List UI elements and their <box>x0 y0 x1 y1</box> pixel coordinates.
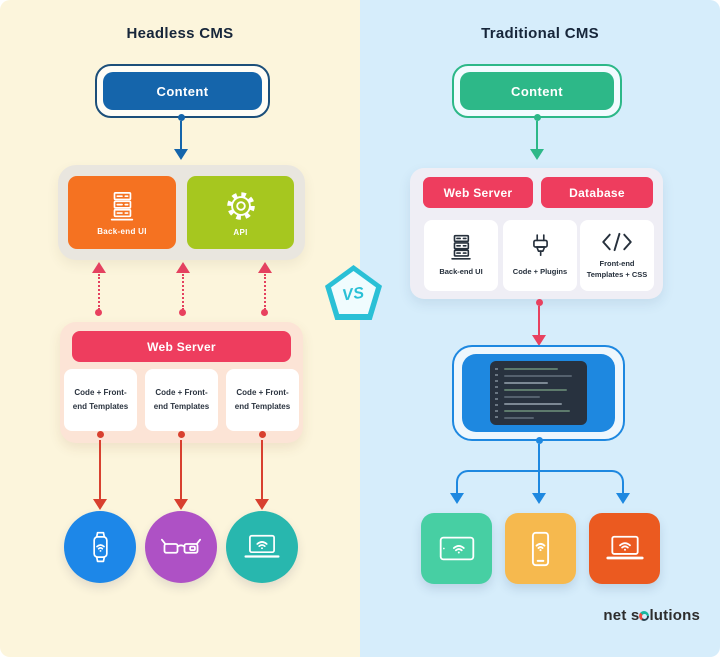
plug-icon <box>528 233 553 261</box>
connector-line <box>261 440 263 500</box>
net-solutions-logo: net s lutions <box>520 607 700 624</box>
connector-dot <box>178 114 185 121</box>
headless-content-label: Content <box>103 72 262 110</box>
connector-dot <box>261 309 268 316</box>
traditional-server-container: Web Server Database Back-end UI <box>410 168 663 299</box>
arrow-up-icon <box>92 262 106 273</box>
connector-line <box>538 471 540 494</box>
laptop-icon <box>243 533 281 561</box>
server-icon <box>107 190 137 222</box>
logo-text-part1: net s <box>603 607 640 624</box>
server-icon <box>448 233 474 261</box>
code-line <box>504 375 572 377</box>
arrow-down-icon <box>174 149 188 160</box>
connector-dot <box>97 431 104 438</box>
smartwatch-device-circle <box>64 511 136 583</box>
webserver-bar: Web Server <box>72 331 291 362</box>
headless-backend-container: Back-end UI API <box>58 165 305 260</box>
smart-glasses-icon <box>161 536 201 559</box>
tablet-icon <box>437 534 477 563</box>
arrow-down-icon <box>450 493 464 504</box>
code-editor-screen <box>490 361 587 425</box>
connector-dot <box>536 437 543 444</box>
api-label: API <box>233 227 248 237</box>
frontend-templates-card-label: Front-end Templates + CSS <box>586 258 648 279</box>
vs-label: VS <box>341 284 366 304</box>
headless-title: Headless CMS <box>126 25 234 42</box>
headless-webserver-container: Web Server Code + Front-end Templates Co… <box>60 322 303 443</box>
smart-glasses-device-circle <box>145 511 217 583</box>
code-line <box>504 382 548 384</box>
connector-line <box>538 444 540 471</box>
webserver-button: Web Server <box>423 177 533 208</box>
vs-badge-inner: VS <box>331 271 376 314</box>
dotted-connector-line <box>182 274 184 310</box>
arrow-down-icon <box>93 499 107 510</box>
arrow-down-icon <box>616 493 630 504</box>
backend-ui-tile: Back-end UI <box>68 176 176 249</box>
connector-dot <box>178 431 185 438</box>
connector-dot <box>179 309 186 316</box>
code-templates-card: Code + Front-end Templates <box>64 369 137 431</box>
code-templates-card: Code + Front-end Templates <box>226 369 299 431</box>
code-line <box>504 396 540 398</box>
tablet-device-square <box>421 513 492 584</box>
connector-dot <box>536 299 543 306</box>
code-line <box>504 368 558 370</box>
backend-ui-card-label: Back-end UI <box>439 267 483 277</box>
database-button: Database <box>541 177 653 208</box>
connector-dot <box>534 114 541 121</box>
code-templates-card: Code + Front-end Templates <box>145 369 218 431</box>
code-plugins-card-label: Code + Plugins <box>512 267 568 277</box>
rendering-engine-box <box>452 345 625 441</box>
smartphone-device-square <box>505 513 576 584</box>
connector-dot <box>95 309 102 316</box>
laptop-icon <box>605 534 645 563</box>
smartphone-icon <box>528 530 553 568</box>
arrow-down-icon <box>530 149 544 160</box>
branch-connector <box>456 470 624 494</box>
dotted-connector-line <box>98 274 100 310</box>
laptop-device-square <box>589 513 660 584</box>
laptop-screen-frame <box>462 354 615 432</box>
laptop-device-circle <box>226 511 298 583</box>
logo-text-part2: lutions <box>649 607 700 624</box>
frontend-templates-card: Front-end Templates + CSS <box>580 220 654 291</box>
code-plugins-card: Code + Plugins <box>503 220 577 291</box>
connector-line <box>99 440 101 500</box>
arrow-up-icon <box>176 262 190 273</box>
code-line <box>504 410 570 412</box>
connector-line <box>180 121 182 150</box>
arrow-down-icon <box>255 499 269 510</box>
smartwatch-icon <box>87 530 114 564</box>
backend-ui-card: Back-end UI <box>424 220 498 291</box>
traditional-content-label: Content <box>460 72 614 110</box>
backend-ui-label: Back-end UI <box>97 226 147 236</box>
connector-dot <box>259 431 266 438</box>
arrow-down-icon <box>174 499 188 510</box>
api-tile: API <box>187 176 294 249</box>
arrow-down-icon <box>532 493 546 504</box>
gear-icon <box>224 189 258 223</box>
headless-content-box: Content <box>95 64 270 118</box>
connector-line <box>538 306 540 336</box>
code-line <box>504 417 534 419</box>
dotted-connector-line <box>264 274 266 310</box>
connector-line <box>180 440 182 500</box>
arrow-up-icon <box>258 262 272 273</box>
traditional-title: Traditional CMS <box>481 25 599 42</box>
connector-line <box>536 121 538 150</box>
logo-o-icon <box>639 611 650 621</box>
code-line <box>504 403 562 405</box>
traditional-content-box: Content <box>452 64 622 118</box>
logo-o-hole <box>641 613 647 619</box>
code-brackets-icon <box>600 231 634 253</box>
code-line <box>504 389 567 391</box>
arrow-down-icon <box>532 335 546 346</box>
